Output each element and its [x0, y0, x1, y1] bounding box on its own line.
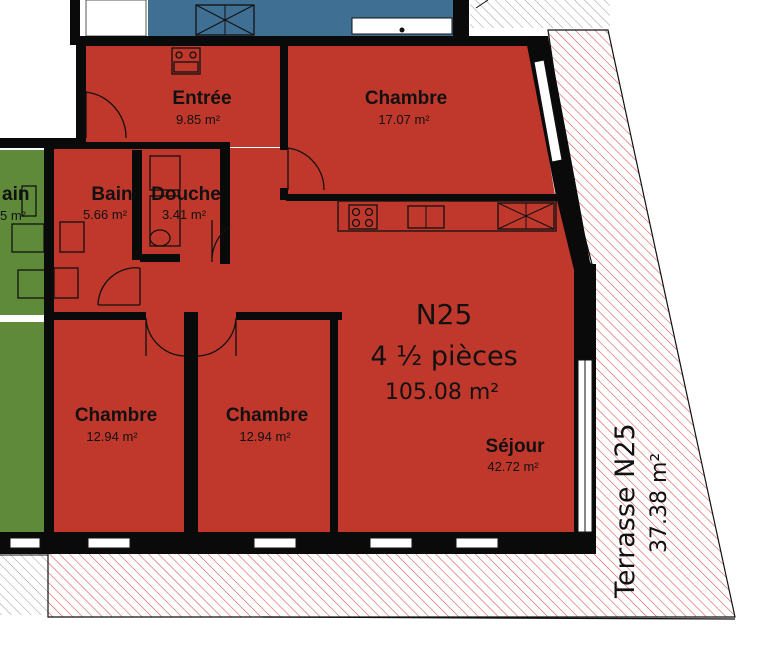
room-area-sejour: 42.72 m² — [487, 459, 539, 474]
room-name-douche: Douche — [151, 184, 221, 205]
doors — [85, 91, 325, 357]
neighbor-unit-left: ain 5 m² — [0, 150, 79, 615]
kitchen-counter — [337, 200, 557, 232]
room-area-douche: 3.41 m² — [162, 207, 207, 222]
neighbor-unit-top — [70, 0, 610, 45]
room-name-chambre-mid: Chambre — [226, 405, 308, 426]
room-name-chambre-left: Chambre — [75, 405, 157, 426]
neighbor-room-area: 5 m² — [0, 208, 27, 223]
unit-code: N25 — [416, 298, 473, 331]
bathroom-fixtures — [21, 155, 181, 299]
room-name-chambre-top: Chambre — [365, 88, 447, 109]
room-area-chambre-mid: 12.94 m² — [239, 429, 291, 444]
neighbor-room-name: ain — [2, 184, 29, 205]
room-area-chambre-top: 17.07 m² — [378, 112, 430, 127]
terrace-name: Terrasse N25 — [610, 423, 641, 599]
room-name-entree: Entrée — [172, 88, 231, 109]
room-area-chambre-left: 12.94 m² — [86, 429, 138, 444]
entry-panel — [171, 47, 201, 75]
room-name-bain: Bain — [91, 184, 132, 205]
windows — [9, 59, 593, 549]
room-area-bain: 5.66 m² — [83, 207, 128, 222]
unit-total-area: 105.08 m² — [385, 380, 499, 405]
unit-rooms-count: 4 ½ pièces — [370, 341, 517, 372]
terrace-area-label: 37.38 m² — [647, 453, 672, 553]
room-name-sejour: Séjour — [485, 436, 545, 457]
room-area-entree: 9.85 m² — [176, 112, 221, 127]
